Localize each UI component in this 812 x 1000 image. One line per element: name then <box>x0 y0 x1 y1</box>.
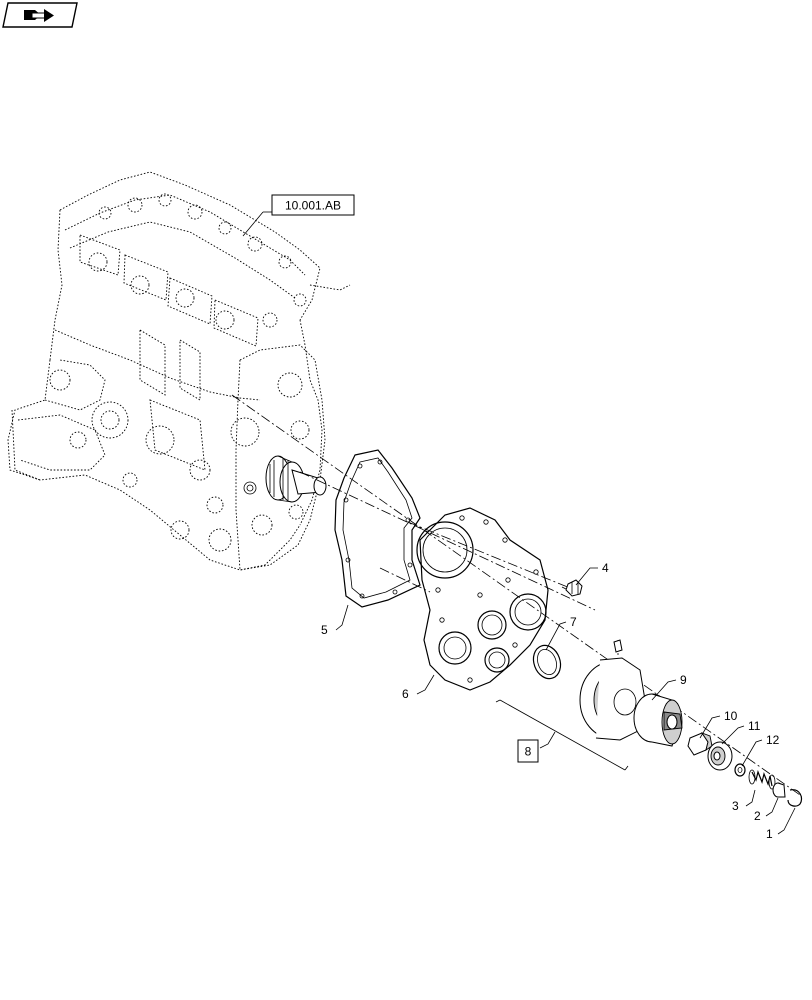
oil-pump-housing <box>579 639 646 741</box>
callout-9[interactable]: 9 <box>680 673 687 687</box>
callout-7[interactable]: 7 <box>570 615 577 629</box>
svg-text:11: 11 <box>748 719 761 733</box>
part-6-front-cover <box>416 507 549 691</box>
svg-text:6: 6 <box>402 687 409 701</box>
svg-text:1: 1 <box>766 827 773 841</box>
svg-text:8: 8 <box>525 745 532 759</box>
callout-6[interactable]: 6 <box>402 687 409 701</box>
svg-text:9: 9 <box>680 673 687 687</box>
svg-text:5: 5 <box>321 623 328 637</box>
callout-11[interactable]: 11 <box>748 719 761 733</box>
part-3-spring <box>748 769 776 790</box>
svg-text:12: 12 <box>766 733 780 747</box>
callout-1[interactable]: 1 <box>766 827 773 841</box>
part-7-o-ring <box>532 644 562 680</box>
svg-text:4: 4 <box>602 561 609 575</box>
part-1-circlip <box>787 789 803 807</box>
part-2-plunger <box>772 782 786 798</box>
callout-8[interactable]: 8 <box>517 739 539 763</box>
callout-12[interactable]: 12 <box>766 733 780 747</box>
part-5-gasket <box>334 449 421 608</box>
part-4-bolt <box>561 579 583 597</box>
svg-text:3: 3 <box>732 799 739 813</box>
part-12-washer <box>734 763 746 777</box>
reference-callout[interactable]: 10.001.AB <box>242 194 355 237</box>
reference-label: 10.001.AB <box>285 199 341 213</box>
callout-10[interactable]: 10 <box>724 709 738 723</box>
part-9-rotor <box>633 693 683 747</box>
callout-3[interactable]: 3 <box>732 799 739 813</box>
svg-text:10: 10 <box>724 709 738 723</box>
callout-2[interactable]: 2 <box>754 809 761 823</box>
part-11-disc <box>707 741 733 771</box>
assembly-center-lines <box>231 394 801 796</box>
svg-text:2: 2 <box>754 809 761 823</box>
part-10-shaft-key <box>687 732 713 756</box>
svg-text:7: 7 <box>570 615 577 629</box>
leader-lines <box>335 567 796 835</box>
next-page-button[interactable] <box>2 2 78 28</box>
engine-block <box>7 171 351 571</box>
callout-4[interactable]: 4 <box>602 561 609 575</box>
next-page-arrow-icon <box>24 9 54 22</box>
crankshaft-nose <box>243 455 327 503</box>
callout-5[interactable]: 5 <box>321 623 328 637</box>
